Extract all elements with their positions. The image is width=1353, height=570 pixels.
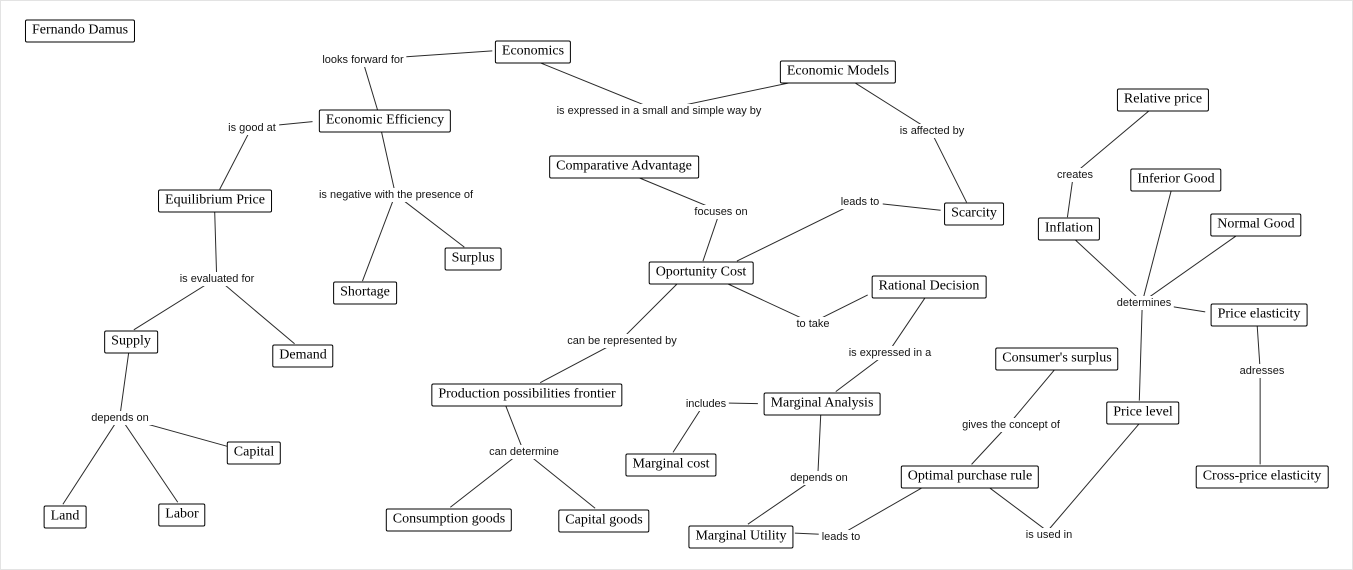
concept-node-marginal-cost[interactable]: Marginal cost <box>625 453 717 477</box>
link-label-depends-on-supply: depends on <box>88 411 152 425</box>
link-label-can-determine: can determine <box>486 445 562 459</box>
concept-node-equilibrium-price[interactable]: Equilibrium Price <box>158 189 272 213</box>
connector-line-supply--land <box>62 351 130 505</box>
concept-node-land[interactable]: Land <box>43 505 87 529</box>
concept-node-demand[interactable]: Demand <box>272 344 334 368</box>
connector-line-inflation--determines <box>1074 238 1143 303</box>
connector-line-scarcity--oportunity-cost <box>736 200 941 262</box>
connector-line-price-elasticity--cross-price-elasticity <box>1256 324 1261 465</box>
connector-line-economic-models--scarcity <box>854 82 968 203</box>
link-label-is-negative-with-presence: is negative with the presence of <box>315 188 477 202</box>
link-label-determines: determines <box>1113 296 1175 310</box>
connector-line-economic-efficiency--shortage <box>361 131 396 282</box>
concept-node-economic-models[interactable]: Economic Models <box>779 60 897 84</box>
concept-node-price-elasticity[interactable]: Price elasticity <box>1210 303 1308 327</box>
link-label-leads-to-scarcity: leads to <box>837 195 883 209</box>
connector-line-supply--labor <box>119 416 179 503</box>
connector-line-marginal-utility--optimal-purchase-rule <box>794 485 925 536</box>
concept-node-cross-price-elasticity[interactable]: Cross-price elasticity <box>1195 465 1329 489</box>
link-label-is-expressed-in-a: is expressed in a <box>845 346 935 360</box>
concept-node-consumers-surplus[interactable]: Consumer's surplus <box>995 347 1119 371</box>
link-label-is-good-at: is good at <box>225 121 279 135</box>
concept-node-optimal-purchase-rule[interactable]: Optimal purchase rule <box>900 465 1040 489</box>
concept-node-capital-goods[interactable]: Capital goods <box>558 509 650 533</box>
connector-line-inflation--relative-price <box>1066 110 1150 218</box>
concept-node-price-level[interactable]: Price level <box>1106 401 1180 425</box>
concept-node-scarcity[interactable]: Scarcity <box>944 202 1004 226</box>
link-label-includes: includes <box>682 397 730 411</box>
concept-node-comparative-advantage[interactable]: Comparative Advantage <box>549 155 699 179</box>
connector-line-oportunity-cost--ppf <box>539 282 679 384</box>
concept-node-author[interactable]: Fernando Damus <box>24 19 136 43</box>
concept-node-consumption-goods[interactable]: Consumption goods <box>385 508 513 532</box>
connector-line-rational-decision--marginal-analysis <box>835 296 927 393</box>
link-label-focuses-on: focuses on <box>691 205 751 219</box>
concept-node-economic-efficiency[interactable]: Economic Efficiency <box>318 109 452 133</box>
concept-node-shortage[interactable]: Shortage <box>333 281 397 305</box>
connector-line-equilibrium-price--supply <box>133 211 218 331</box>
link-label-gives-the-concept-of: gives the concept of <box>959 418 1063 432</box>
link-label-adresses: adresses <box>1236 364 1288 378</box>
connector-line-economic-efficiency--surplus <box>395 193 465 248</box>
connector-line-marginal-analysis--marginal-utility <box>747 413 822 525</box>
link-label-is-expressed-small-simple: is expressed in a small and simple way b… <box>553 104 765 118</box>
link-label-is-used-in: is used in <box>1022 528 1076 542</box>
connector-line-equilibrium-price--demand <box>216 277 295 345</box>
link-label-to-take: to take <box>793 317 833 331</box>
concept-node-rational-decision[interactable]: Rational Decision <box>871 275 987 299</box>
connector-line-comparative-advantage--oportunity-cost <box>637 176 721 262</box>
link-label-creates: creates <box>1053 168 1097 182</box>
concept-node-economics[interactable]: Economics <box>494 40 572 64</box>
link-label-depends-on-marginal: depends on <box>787 471 851 485</box>
concept-node-normal-good[interactable]: Normal Good <box>1210 213 1302 237</box>
concept-node-marginal-analysis[interactable]: Marginal Analysis <box>763 392 881 416</box>
link-label-leads-to-optimal: leads to <box>818 530 864 544</box>
link-label-is-affected-by: is affected by <box>896 124 968 138</box>
connector-line-price-level--determines <box>1138 301 1143 401</box>
connector-line-ppf--capital-goods <box>522 450 596 509</box>
concept-node-labor[interactable]: Labor <box>158 503 206 527</box>
concept-node-supply[interactable]: Supply <box>104 330 158 354</box>
link-label-can-be-represented-by: can be represented by <box>564 334 680 348</box>
concept-node-capital[interactable]: Capital <box>226 441 282 465</box>
connector-line-consumers-surplus--optimal-purchase-rule <box>971 368 1056 465</box>
concept-node-relative-price[interactable]: Relative price <box>1116 88 1210 112</box>
concept-node-surplus[interactable]: Surplus <box>444 247 502 271</box>
concept-node-marginal-utility[interactable]: Marginal Utility <box>688 525 794 549</box>
link-label-is-evaluated-for: is evaluated for <box>176 272 258 286</box>
connector-line-inferior-good--determines <box>1141 190 1172 303</box>
concept-node-inferior-good[interactable]: Inferior Good <box>1130 168 1222 192</box>
concept-node-ppf[interactable]: Production possibilities frontier <box>431 383 623 407</box>
concept-node-inflation[interactable]: Inflation <box>1037 217 1101 241</box>
concept-node-oportunity-cost[interactable]: Oportunity Cost <box>648 261 754 285</box>
connector-line-normal-good--determines <box>1142 234 1238 303</box>
link-label-looks-forward-for: looks forward for <box>319 53 407 67</box>
